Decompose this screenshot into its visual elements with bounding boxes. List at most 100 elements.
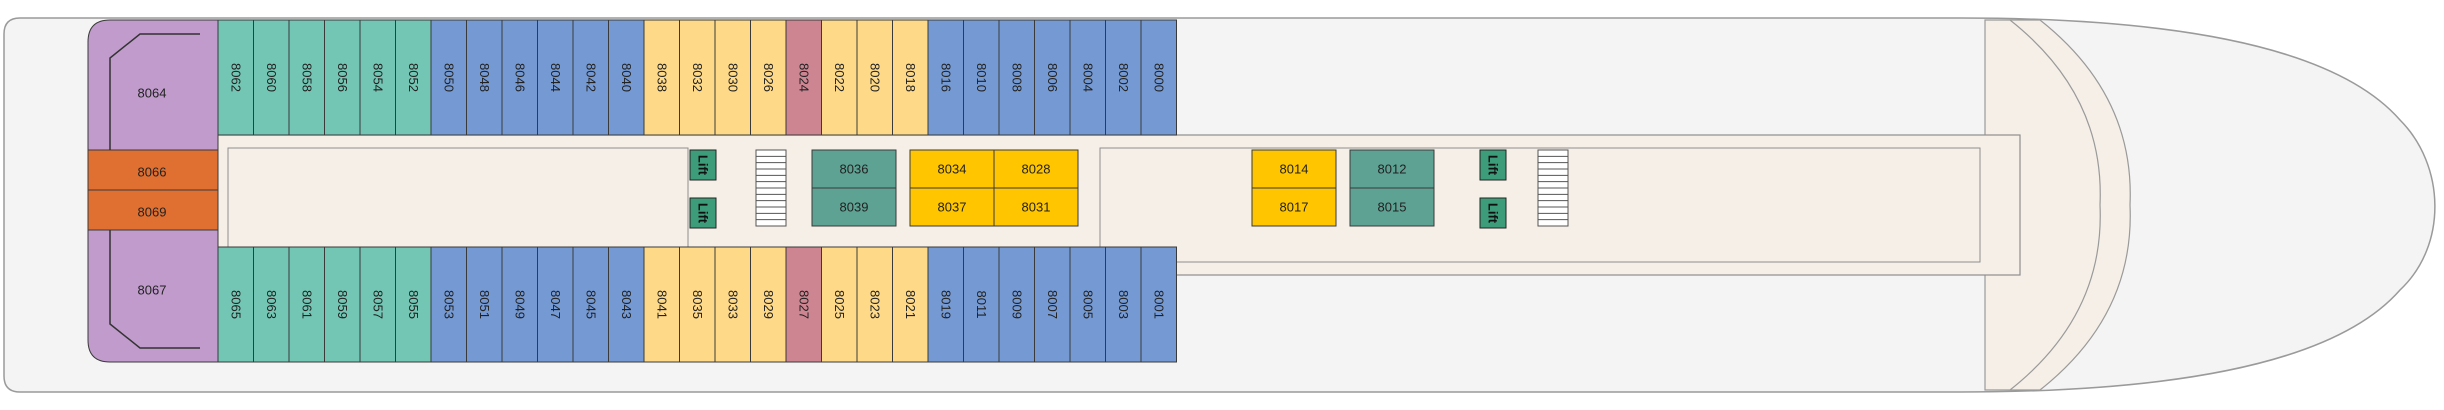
cabin-8016[interactable]: 8016 bbox=[927, 19, 964, 136]
cabin-8043[interactable]: 8043 bbox=[608, 246, 645, 363]
inside-cabin-8034[interactable]: 8034 bbox=[909, 149, 995, 189]
cabin-8018-box[interactable] bbox=[892, 19, 929, 136]
cabin-8010-box[interactable] bbox=[963, 19, 1000, 136]
cabin-8052[interactable]: 8052 bbox=[395, 19, 432, 136]
inside-cabin-8015-box[interactable] bbox=[1349, 187, 1435, 227]
cabin-8043-box[interactable] bbox=[608, 246, 645, 363]
inside-cabin-8017-box[interactable] bbox=[1251, 187, 1337, 227]
cabin-8061[interactable]: 8061 bbox=[288, 246, 325, 363]
cabin-8063[interactable]: 8063 bbox=[253, 246, 290, 363]
suite-8069[interactable]: 8069 bbox=[87, 189, 219, 231]
cabin-8002-box[interactable] bbox=[1105, 19, 1142, 136]
inside-cabin-8039-box[interactable] bbox=[811, 187, 897, 227]
cabin-8001[interactable]: 8001 bbox=[1140, 246, 1177, 363]
inside-cabin-8031-box[interactable] bbox=[993, 187, 1079, 227]
cabin-8005-box[interactable] bbox=[1069, 246, 1106, 363]
cabin-8038[interactable]: 8038 bbox=[643, 19, 680, 136]
cabin-8029[interactable]: 8029 bbox=[750, 246, 787, 363]
cabin-8008[interactable]: 8008 bbox=[998, 19, 1035, 136]
cabin-8005[interactable]: 8005 bbox=[1069, 246, 1106, 363]
cabin-8047-box[interactable] bbox=[537, 246, 574, 363]
cabin-8020-box[interactable] bbox=[856, 19, 893, 136]
cabin-8060[interactable]: 8060 bbox=[253, 19, 290, 136]
cabin-8060-box[interactable] bbox=[253, 19, 290, 136]
cabin-8058-box[interactable] bbox=[288, 19, 325, 136]
cabin-8041-box[interactable] bbox=[643, 246, 680, 363]
cabin-8001-box[interactable] bbox=[1140, 246, 1177, 363]
cabin-8007-box[interactable] bbox=[1034, 246, 1071, 363]
cabin-8032-box[interactable] bbox=[679, 19, 716, 136]
cabin-8009[interactable]: 8009 bbox=[998, 246, 1035, 363]
cabin-8048-box[interactable] bbox=[466, 19, 503, 136]
inside-cabin-8036-box[interactable] bbox=[811, 149, 897, 189]
inside-cabin-8031[interactable]: 8031 bbox=[993, 187, 1079, 227]
cabin-8049[interactable]: 8049 bbox=[501, 246, 538, 363]
cabin-8000-box[interactable] bbox=[1140, 19, 1177, 136]
cabin-8056-box[interactable] bbox=[324, 19, 361, 136]
cabin-8023[interactable]: 8023 bbox=[856, 246, 893, 363]
cabin-8035[interactable]: 8035 bbox=[679, 246, 716, 363]
cabin-8033[interactable]: 8033 bbox=[714, 246, 751, 363]
cabin-8042[interactable]: 8042 bbox=[572, 19, 609, 136]
cabin-8044-box[interactable] bbox=[537, 19, 574, 136]
cabin-8041[interactable]: 8041 bbox=[643, 246, 680, 363]
cabin-8035-box[interactable] bbox=[679, 246, 716, 363]
cabin-8022-box[interactable] bbox=[821, 19, 858, 136]
cabin-8062[interactable]: 8062 bbox=[217, 19, 254, 136]
cabin-8011[interactable]: 8011 bbox=[963, 246, 1000, 363]
cabin-8019[interactable]: 8019 bbox=[927, 246, 964, 363]
inside-cabin-8012-box[interactable] bbox=[1349, 149, 1435, 189]
cabin-8016-box[interactable] bbox=[927, 19, 964, 136]
cabin-8044[interactable]: 8044 bbox=[537, 19, 574, 136]
cabin-8055-box[interactable] bbox=[395, 246, 432, 363]
cabin-8010[interactable]: 8010 bbox=[963, 19, 1000, 136]
inside-cabin-8012[interactable]: 8012 bbox=[1349, 149, 1435, 189]
cabin-8063-box[interactable] bbox=[253, 246, 290, 363]
cabin-8003[interactable]: 8003 bbox=[1105, 246, 1142, 363]
cabin-8006-box[interactable] bbox=[1034, 19, 1071, 136]
cabin-8018[interactable]: 8018 bbox=[892, 19, 929, 136]
cabin-8000[interactable]: 8000 bbox=[1140, 19, 1177, 136]
cabin-8056[interactable]: 8056 bbox=[324, 19, 361, 136]
cabin-8046[interactable]: 8046 bbox=[501, 19, 538, 136]
inside-cabin-8017[interactable]: 8017 bbox=[1251, 187, 1337, 227]
cabin-8011-box[interactable] bbox=[963, 246, 1000, 363]
cabin-8048[interactable]: 8048 bbox=[466, 19, 503, 136]
cabin-8027-box[interactable] bbox=[785, 246, 822, 363]
cabin-8021-box[interactable] bbox=[892, 246, 929, 363]
cabin-8053[interactable]: 8053 bbox=[430, 246, 467, 363]
cabin-8024-box[interactable] bbox=[785, 19, 822, 136]
cabin-8061-box[interactable] bbox=[288, 246, 325, 363]
cabin-8029-box[interactable] bbox=[750, 246, 787, 363]
cabin-8053-box[interactable] bbox=[430, 246, 467, 363]
cabin-8021[interactable]: 8021 bbox=[892, 246, 929, 363]
cabin-8004[interactable]: 8004 bbox=[1069, 19, 1106, 136]
suite-8064-box[interactable] bbox=[87, 19, 219, 151]
inside-cabin-8015[interactable]: 8015 bbox=[1349, 187, 1435, 227]
suite-8066[interactable]: 8066 bbox=[87, 149, 219, 191]
cabin-8058[interactable]: 8058 bbox=[288, 19, 325, 136]
cabin-8025-box[interactable] bbox=[821, 246, 858, 363]
inside-cabin-8028-box[interactable] bbox=[993, 149, 1079, 189]
cabin-8007[interactable]: 8007 bbox=[1034, 246, 1071, 363]
cabin-8030-box[interactable] bbox=[714, 19, 751, 136]
suite-8067-box[interactable] bbox=[87, 229, 219, 363]
cabin-8040[interactable]: 8040 bbox=[608, 19, 645, 136]
cabin-8059-box[interactable] bbox=[324, 246, 361, 363]
cabin-8040-box[interactable] bbox=[608, 19, 645, 136]
cabin-8042-box[interactable] bbox=[572, 19, 609, 136]
inside-cabin-8039[interactable]: 8039 bbox=[811, 187, 897, 227]
inside-cabin-8037[interactable]: 8037 bbox=[909, 187, 995, 227]
cabin-8026-box[interactable] bbox=[750, 19, 787, 136]
cabin-8047[interactable]: 8047 bbox=[537, 246, 574, 363]
cabin-8004-box[interactable] bbox=[1069, 19, 1106, 136]
cabin-8030[interactable]: 8030 bbox=[714, 19, 751, 136]
cabin-8020[interactable]: 8020 bbox=[856, 19, 893, 136]
cabin-8050[interactable]: 8050 bbox=[430, 19, 467, 136]
inside-cabin-8034-box[interactable] bbox=[909, 149, 995, 189]
cabin-8019-box[interactable] bbox=[927, 246, 964, 363]
cabin-8022[interactable]: 8022 bbox=[821, 19, 858, 136]
inside-cabin-8037-box[interactable] bbox=[909, 187, 995, 227]
cabin-8065-box[interactable] bbox=[217, 246, 254, 363]
cabin-8065[interactable]: 8065 bbox=[217, 246, 254, 363]
